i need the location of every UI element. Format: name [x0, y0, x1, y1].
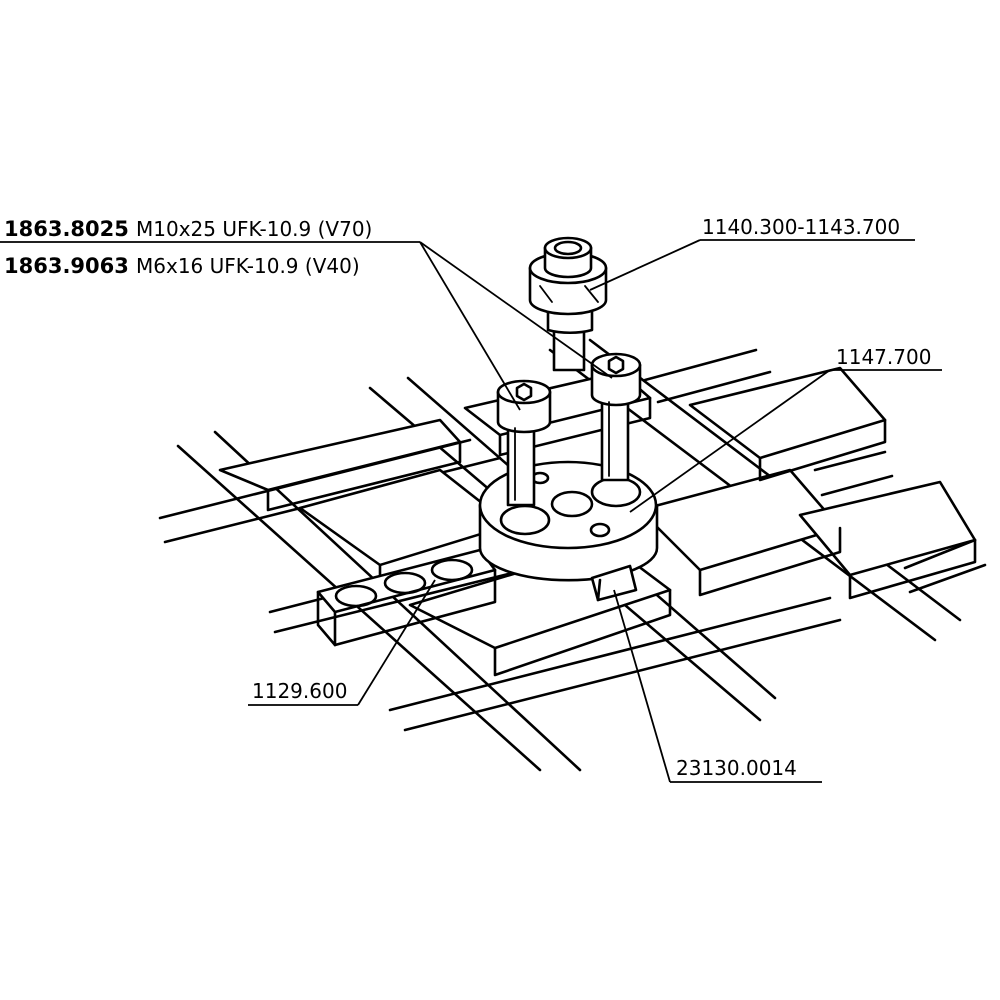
spacer-strip [316, 548, 497, 647]
callout-adapter: 1140.300-1143.700 [702, 215, 900, 239]
screw-m6 [590, 352, 642, 482]
adapter [528, 236, 608, 372]
part-desc-2: M6x16 UFK-10.9 (V40) [136, 254, 360, 278]
leader-lines [0, 239, 942, 783]
callout-slot-nut: 23130.0014 [676, 756, 797, 780]
part-number-2: 1863.9063 [4, 254, 129, 278]
callout-spacer-strip: 1129.600 [252, 679, 347, 703]
clamp-disc [478, 460, 659, 582]
part-number-1: 1863.8025 [4, 217, 129, 241]
callout-clamp-disc: 1147.700 [836, 345, 931, 369]
screw-m10 [496, 379, 552, 507]
slot-nut [590, 564, 638, 602]
part-desc-1: M10x25 UFK-10.9 (V70) [136, 217, 372, 241]
